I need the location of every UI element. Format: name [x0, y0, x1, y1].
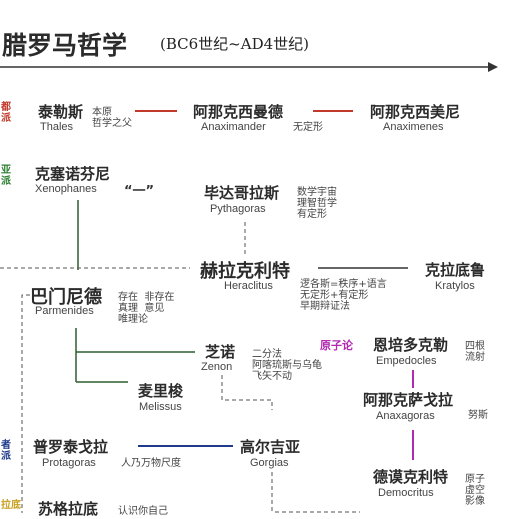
zenon-gorgias-dashed: [221, 375, 273, 410]
node-kratylos-en: Kratylos: [435, 280, 475, 292]
node-empedocles-en: Empedocles: [376, 355, 437, 367]
node-anaximander-cn: 阿那克西曼德: [193, 103, 284, 121]
node-parmenides-cn: 巴门尼德: [30, 287, 102, 308]
left-edge-label-d: 拉底: [1, 500, 21, 511]
node-socrates-note: 认识你自己: [118, 506, 168, 517]
node-anaxagoras-note: 努斯: [468, 410, 488, 421]
node-socrates-cn: 苏格拉底: [38, 500, 99, 518]
node-democritus-cn: 德谟克利特: [373, 468, 449, 486]
node-xenophanes-note: “一”: [124, 184, 155, 199]
node-protagoras-cn: 普罗泰戈拉: [33, 438, 109, 456]
node-xenophanes-cn: 克塞诺芬尼: [35, 165, 111, 183]
page-title: 腊罗马哲学: [2, 31, 128, 60]
node-anaximander-en: Anaximander: [201, 121, 266, 133]
left-edge-label-b: 亚 派: [1, 165, 11, 187]
atomism-label: 原子论: [320, 339, 353, 352]
node-zenon-en: Zenon: [201, 361, 233, 373]
node-empedocles-note: 四根 流射: [465, 341, 485, 363]
node-democritus-en: Democritus: [378, 487, 434, 499]
node-anaximenes-en: Anaximenes: [383, 121, 444, 133]
node-pythagoras-note: 数学宇宙 理智哲学 有定形: [297, 187, 337, 220]
node-zenon-cn: 芝诺: [205, 343, 236, 361]
node-heraclitus-note: 逻各斯=秩序+语言 无定形+有定形 早期辩证法: [300, 279, 387, 312]
node-thales-note: 本原 哲学之父: [92, 107, 132, 129]
node-anaximenes-cn: 阿那克西美尼: [370, 103, 461, 121]
node-thales-en: Thales: [40, 121, 74, 133]
node-anaximander-note: 无定形: [293, 122, 323, 133]
node-pythagoras-cn: 毕达哥拉斯: [204, 184, 280, 202]
left-edge-label-a: 都 派: [1, 102, 11, 124]
node-parmenides-note: 存在 非存在 真理 意见 唯理论: [118, 292, 175, 325]
node-gorgias-en: Gorgias: [250, 457, 289, 469]
node-zenon-note: 二分法 阿喀琉斯与乌龟 飞矢不动: [252, 349, 322, 382]
dashed-parmenides-down: [21, 294, 30, 513]
node-xenophanes-en: Xenophanes: [35, 183, 97, 195]
node-protagoras-en: Protagoras: [42, 457, 96, 469]
node-melissus-en: Melissus: [139, 401, 182, 413]
node-parmenides-en: Parmenides: [35, 305, 94, 317]
node-thales-cn: 泰勒斯: [38, 103, 84, 121]
timeline-arrowhead: [488, 62, 498, 72]
node-protagoras-note: 人乃万物尺度: [121, 458, 181, 469]
node-empedocles-cn: 恩培多克勒: [373, 336, 449, 354]
node-gorgias-cn: 高尔吉亚: [240, 438, 301, 456]
node-anaxagoras-cn: 阿那克萨戈拉: [363, 391, 454, 409]
page-period: (BC6世纪~AD4世纪): [160, 35, 309, 53]
node-heraclitus-cn: 赫拉克利特: [200, 261, 290, 282]
left-edge-label-c: 者 派: [1, 440, 11, 462]
node-melissus-cn: 麦里梭: [138, 382, 184, 400]
node-democritus-note: 原子 虚空 影像: [465, 474, 485, 507]
node-kratylos-cn: 克拉底鲁: [425, 261, 486, 279]
node-anaxagoras-en: Anaxagoras: [376, 410, 435, 422]
node-pythagoras-en: Pythagoras: [210, 203, 266, 215]
node-heraclitus-en: Heraclitus: [224, 280, 273, 292]
